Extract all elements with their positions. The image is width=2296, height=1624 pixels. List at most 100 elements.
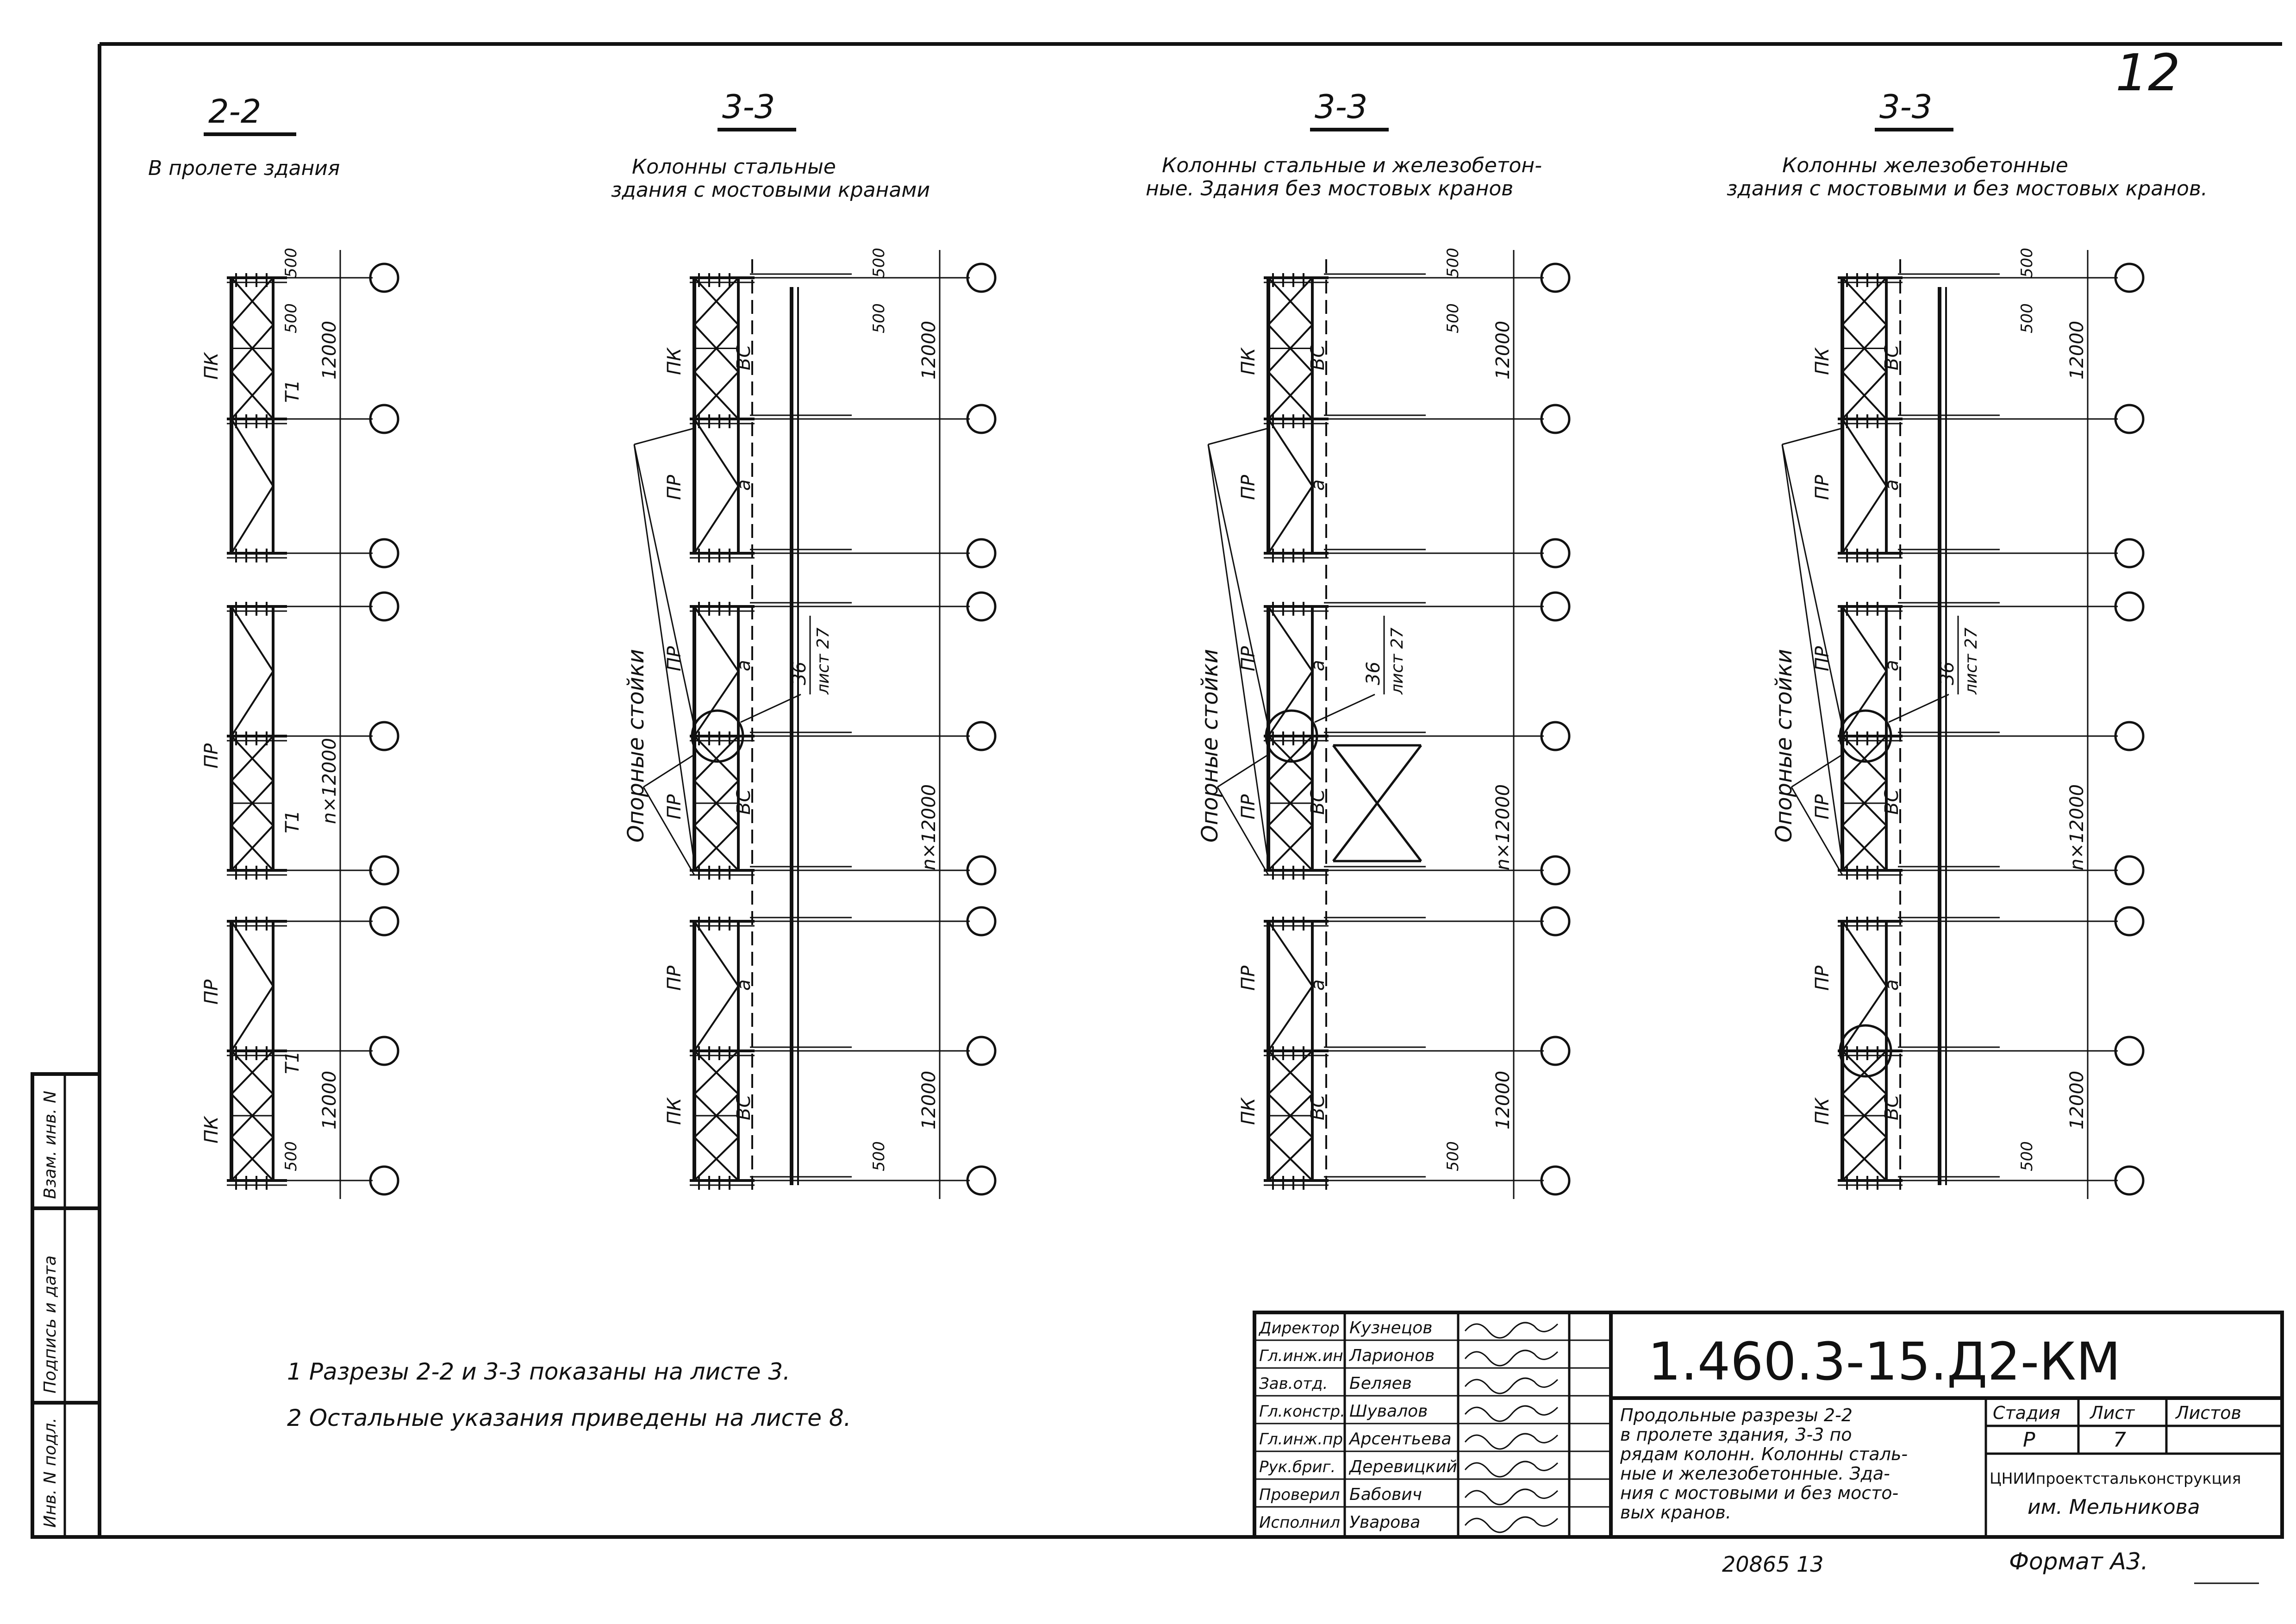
- dimension-label: n×12000: [319, 738, 340, 824]
- truss-diagonal: [1841, 606, 1887, 672]
- signatory-role: Исполнил: [1259, 1513, 1340, 1532]
- brace-label: ВС: [1881, 789, 1903, 815]
- brace-panel: [230, 418, 275, 554]
- section-mark: 3-3: [1315, 88, 1367, 126]
- axis-marker: [2114, 262, 2145, 293]
- purlin-label: ПК: [201, 1116, 222, 1143]
- axis-marker: [1540, 591, 1571, 622]
- leader-line: [1217, 754, 1269, 788]
- brace-panel: [1841, 418, 1888, 554]
- truss-diagonal: [1267, 735, 1313, 782]
- dimension-label: n×12000: [1492, 784, 1514, 870]
- brace-panel: [1267, 1050, 1314, 1181]
- column-row: [690, 1046, 755, 1060]
- purlin-label: ПР: [1812, 475, 1833, 500]
- section-subtitle-line: В пролете здания: [148, 156, 340, 180]
- column-row: [690, 414, 755, 428]
- brace-label: а: [1881, 660, 1903, 671]
- column-row: [227, 602, 287, 616]
- brace-panel: [693, 735, 740, 871]
- axis-marker: [966, 262, 997, 293]
- truss-diagonal: [231, 371, 274, 420]
- column-row: [690, 917, 755, 931]
- leader-line: [633, 444, 695, 727]
- truss-diagonal: [1841, 485, 1887, 554]
- axis-marker: [1540, 906, 1571, 937]
- description-line: рядам колонн. Колонны сталь-: [1620, 1444, 1908, 1464]
- section-3-3-no-crane-heading: 3-3 Колонны стальные и железобетон- ные.…: [1146, 88, 1542, 200]
- stamp-signature-date: Подпись и дата: [41, 1255, 60, 1393]
- signature-scribble: [1464, 1405, 1559, 1422]
- dimension-label: 500: [870, 248, 888, 278]
- truss-diagonal: [1267, 418, 1313, 487]
- signatory-role: Рук.бриг.: [1259, 1458, 1335, 1476]
- sheet-label: Лист: [2089, 1403, 2135, 1423]
- signatory-role: Гл.инж.пр.: [1259, 1430, 1348, 1449]
- truss-diagonal: [231, 418, 274, 487]
- signatory-name: Кузнецов: [1349, 1318, 1432, 1337]
- brace-panel: [1841, 606, 1888, 737]
- truss-diagonal: [231, 277, 274, 325]
- support-posts-label: Опорные стойки: [1197, 649, 1223, 843]
- brace-label: а: [1307, 660, 1329, 671]
- brace-label: а: [733, 660, 755, 671]
- section-subtitle-line: ные. Здания без мостовых кранов: [1146, 177, 1513, 200]
- axis-marker: [369, 404, 399, 434]
- dimension-label: 500: [1444, 1141, 1462, 1171]
- dimension-label: 500: [282, 303, 300, 333]
- note-1: 1 Разрезы 2-2 и 3-3 показаны на листе 3.: [287, 1358, 790, 1385]
- axis-marker: [966, 538, 997, 568]
- column-row: [1264, 549, 1329, 562]
- organization-name: ЦНИИпроектстальконструкция: [1990, 1469, 2241, 1487]
- dimension-label: 500: [1444, 303, 1462, 333]
- stage-value: Р: [2023, 1428, 2035, 1452]
- dimension-label: 500: [870, 303, 888, 333]
- dimension-label: 12000: [319, 1071, 340, 1130]
- axis-marker: [2114, 591, 2145, 622]
- leader-line: [1207, 444, 1269, 864]
- truss-diagonal: [1267, 985, 1313, 1052]
- axis-marker: [966, 906, 997, 937]
- stage-label: Стадия: [1993, 1403, 2060, 1423]
- signatory-role: Проверил: [1259, 1486, 1340, 1504]
- truss-diagonal: [693, 606, 739, 672]
- detail-circle: [1265, 709, 1318, 763]
- leader-line: [1791, 787, 1843, 875]
- signature-scribble: [1464, 1322, 1559, 1339]
- sheet-value: 7: [2113, 1428, 2126, 1452]
- dimension-label: 12000: [918, 321, 940, 380]
- leader-line: [643, 787, 695, 875]
- document-designation: 1.460.3-15.Д2-КМ: [1648, 1332, 2121, 1392]
- dimension-label: 500: [2018, 1141, 2036, 1171]
- leader-line: [1791, 754, 1843, 788]
- column-row: [227, 273, 287, 287]
- leader-line: [634, 427, 695, 445]
- purlin-label: ПР: [664, 965, 685, 991]
- handwritten-sheet-number: 12: [2115, 43, 2180, 102]
- leader-line: [1781, 444, 1843, 864]
- brace-label: ВС: [1881, 1095, 1903, 1120]
- column-row: [1264, 273, 1329, 287]
- truss-diagonal: [1267, 824, 1313, 871]
- brace-panel: [1841, 1050, 1888, 1181]
- column-row: [690, 1176, 755, 1190]
- truss-diagonal: [1267, 277, 1313, 326]
- brace-label: Т1: [282, 1051, 303, 1074]
- signature-scribble: [1464, 1377, 1559, 1394]
- description-line: в пролете здания, 3-3 по: [1620, 1424, 1852, 1445]
- axis-marker: [1540, 855, 1571, 886]
- truss-diagonal: [231, 920, 274, 987]
- purlin-label: ПК: [664, 1097, 685, 1125]
- axis-marker: [369, 538, 399, 568]
- truss-diagonal: [693, 277, 739, 326]
- signature-scribble: [1464, 1349, 1559, 1367]
- axis-marker: [1540, 538, 1571, 568]
- truss-diagonal: [231, 606, 274, 672]
- section-subtitle-line: здания с мостовыми кранами: [611, 178, 930, 202]
- leader-line: [643, 754, 695, 788]
- axis-marker: [2114, 855, 2145, 886]
- truss-diagonal: [1841, 735, 1887, 782]
- dimension-label: 12000: [1492, 1071, 1514, 1130]
